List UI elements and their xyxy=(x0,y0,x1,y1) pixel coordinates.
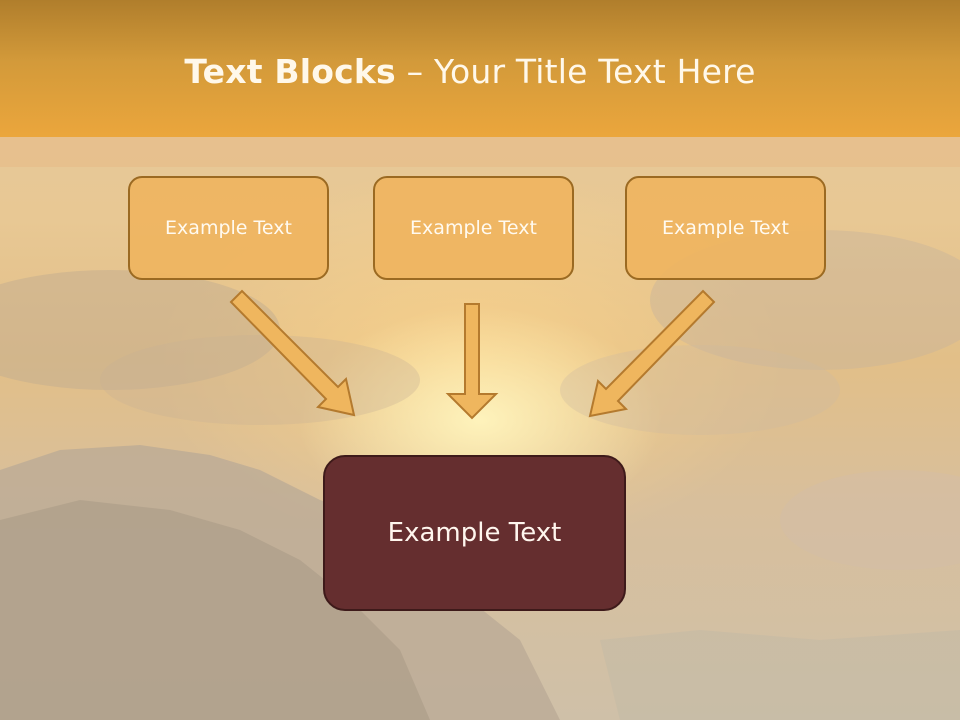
text-block-1-label: Example Text xyxy=(165,217,292,239)
title-bar xyxy=(0,0,960,137)
title-band xyxy=(0,137,960,167)
title-rest: – Your Title Text Here xyxy=(395,52,756,91)
text-block-1: Example Text xyxy=(128,176,329,280)
text-block-3: Example Text xyxy=(625,176,826,280)
slide-title: Text Blocks – Your Title Text Here xyxy=(0,52,940,91)
text-block-3-label: Example Text xyxy=(662,217,789,239)
text-block-2-label: Example Text xyxy=(410,217,537,239)
text-block-2: Example Text xyxy=(373,176,574,280)
arrow-left xyxy=(229,289,356,417)
arrow-middle xyxy=(445,303,499,420)
arrow-right xyxy=(588,289,716,418)
main-text-block: Example Text xyxy=(323,455,626,611)
main-text-block-label: Example Text xyxy=(387,518,562,548)
title-strong: Text Blocks xyxy=(184,52,396,91)
